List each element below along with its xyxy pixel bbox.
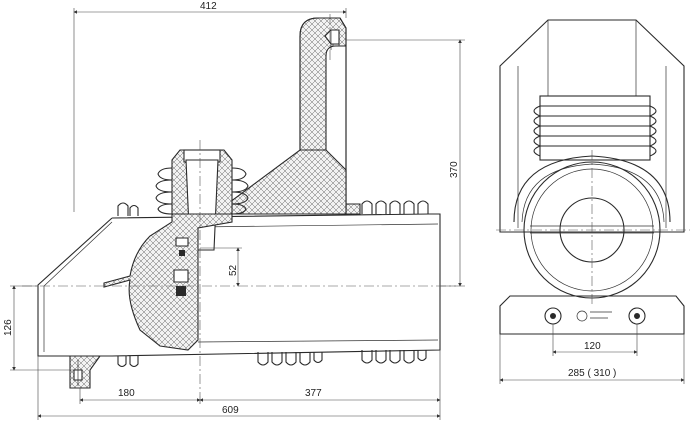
dim-left-height: 126 <box>3 319 14 336</box>
internal-web <box>212 149 347 215</box>
left-cone-housing <box>37 217 113 357</box>
main-tube-body <box>111 213 441 357</box>
dim-top-width: 412 <box>200 1 217 12</box>
label-emblem <box>576 310 588 322</box>
front-section-view <box>22 14 456 396</box>
dim-side-spacing: 120 <box>584 341 601 352</box>
dim-mid-offset: 52 <box>228 264 239 276</box>
dim-right-height: 370 <box>449 161 460 178</box>
bushing-ribs <box>155 167 249 215</box>
dim-overall-width: 609 <box>222 405 239 416</box>
side-view <box>496 19 690 335</box>
dim-bottom-right: 377 <box>305 388 322 399</box>
dimensions-front: 412 370 52 126 180 377 609 <box>3 1 465 420</box>
central-insulator <box>103 213 233 351</box>
dim-side-width: 285 ( 310 ) <box>568 368 616 379</box>
dim-bottom-left: 180 <box>118 388 135 399</box>
side-bellows <box>533 95 657 161</box>
dimensions-side: 120 285 ( 310 ) <box>499 324 685 384</box>
bottom-fins <box>117 350 427 368</box>
